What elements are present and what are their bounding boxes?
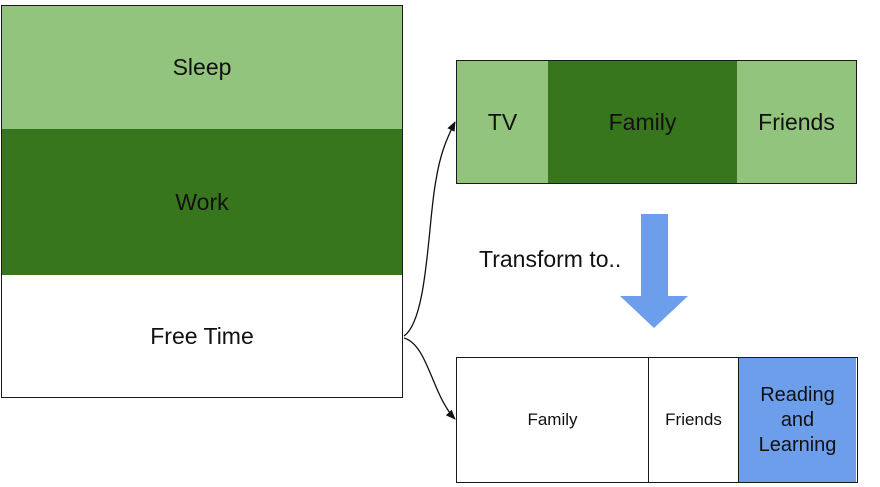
sleep-block: Sleep bbox=[2, 6, 402, 129]
family-label-new: Family bbox=[527, 410, 578, 429]
tv-block: TV bbox=[457, 61, 548, 183]
reading-learning-label: Reading and Learning bbox=[758, 383, 837, 456]
friends-label-new: Friends bbox=[665, 410, 722, 429]
friends-block-current: Friends bbox=[737, 61, 856, 183]
work-block: Work bbox=[2, 129, 402, 275]
sleep-label: Sleep bbox=[172, 54, 232, 80]
current-free-time-row: TV Family Friends bbox=[456, 60, 857, 184]
work-label: Work bbox=[175, 188, 229, 215]
daily-time-stack: Sleep Work Free Time bbox=[1, 5, 403, 398]
friends-block-new: Friends bbox=[649, 358, 739, 482]
friends-label-current: Friends bbox=[758, 108, 835, 135]
tv-label: TV bbox=[487, 108, 518, 135]
free-time-label: Free Time bbox=[150, 322, 254, 349]
connector-arrow-down bbox=[403, 337, 456, 420]
down-arrow-icon bbox=[620, 214, 688, 328]
new-free-time-row: Family Friends Reading and Learning bbox=[456, 357, 858, 483]
free-time-block: Free Time bbox=[2, 275, 402, 397]
transform-label: Transform to.. bbox=[479, 246, 622, 272]
family-label-current: Family bbox=[608, 108, 677, 135]
reading-learning-block: Reading and Learning bbox=[739, 358, 856, 482]
family-block-current: Family bbox=[548, 61, 737, 183]
connector-arrow-up bbox=[403, 121, 456, 337]
family-block-new: Family bbox=[457, 358, 649, 482]
